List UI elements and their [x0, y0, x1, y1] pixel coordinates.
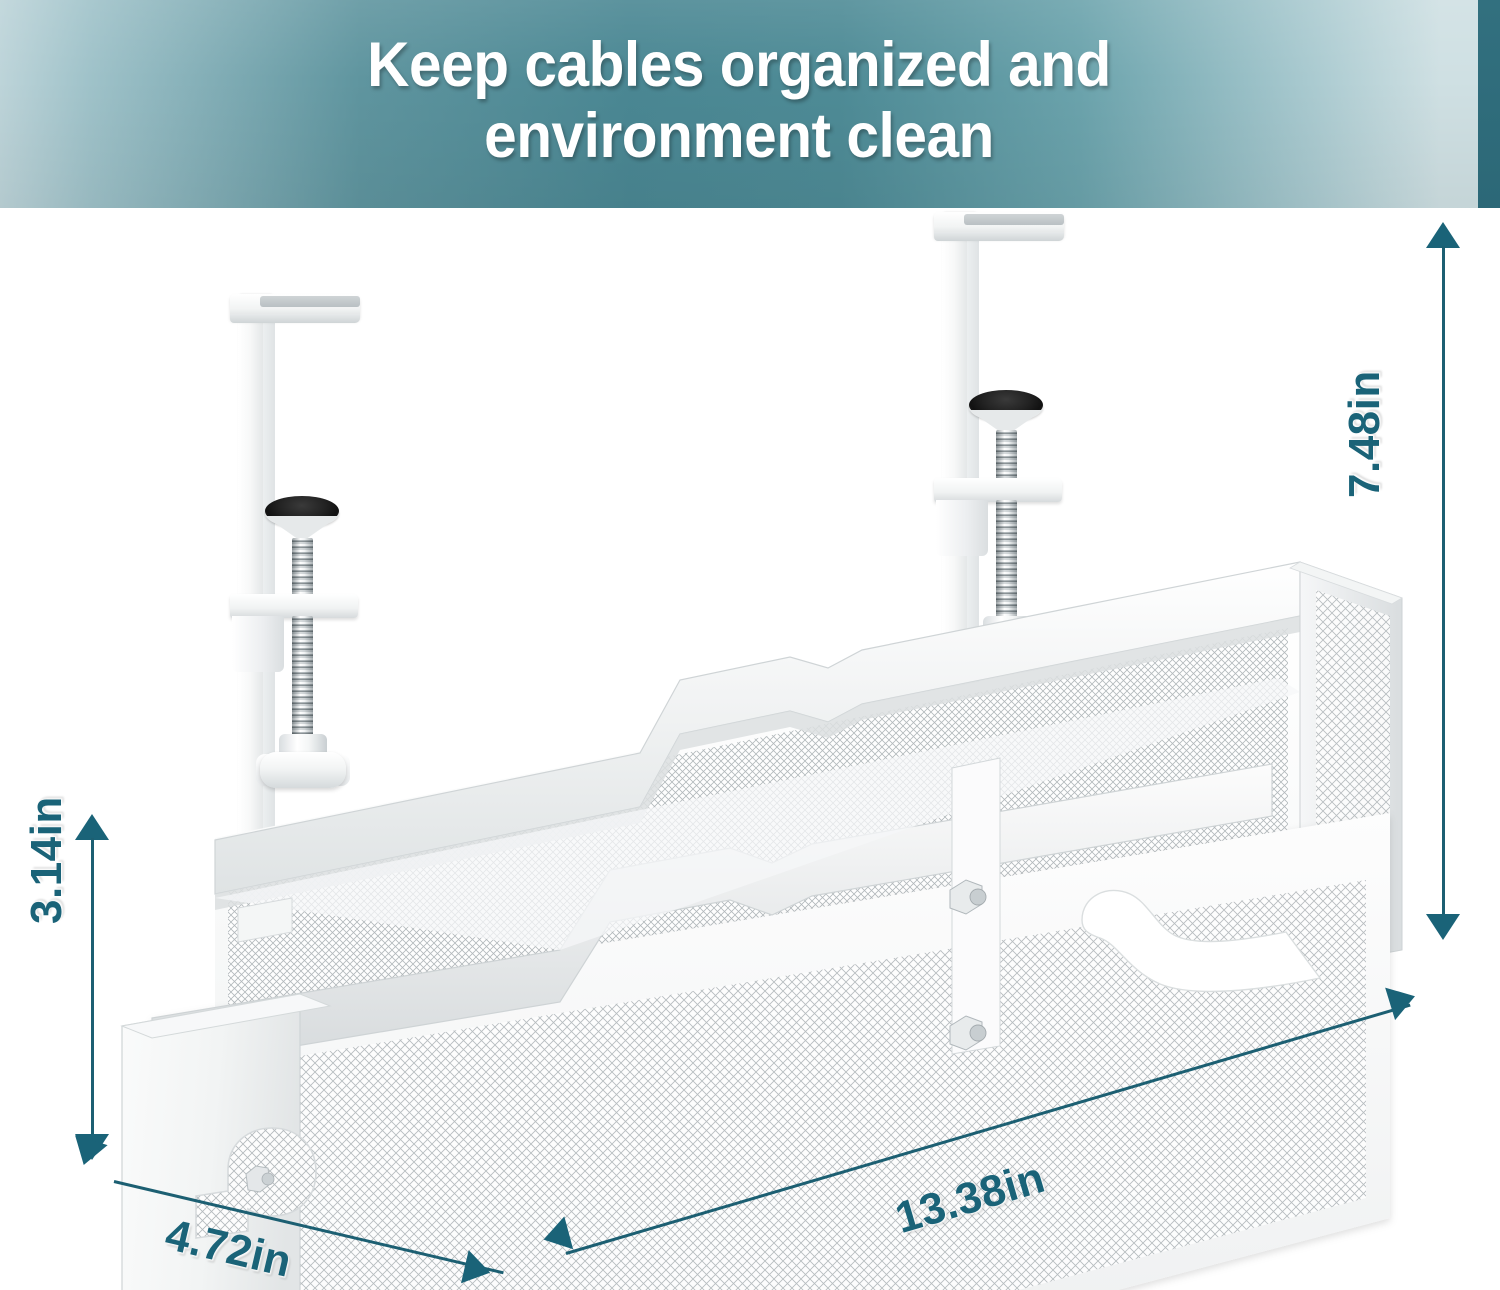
bracket-hex-bolt-upper: [949, 879, 987, 915]
clamp-top-jaw-pad: [964, 214, 1064, 225]
dimension-height-line: [1442, 246, 1445, 916]
clamp-screw-lower: [996, 500, 1017, 628]
tray-inner-floor: [215, 678, 1300, 950]
clamp-screw-upper: [996, 430, 1017, 492]
dimension-height-arrow-top: [1426, 222, 1460, 248]
clamp-middle-jaw-lip: [232, 616, 284, 672]
tray-front-panel: [152, 813, 1390, 1290]
clamp-knob[interactable]: [256, 734, 350, 788]
dimension-height-arrow-bottom: [1426, 914, 1460, 940]
right-clamp-bracket-plate: [949, 757, 1001, 1055]
clamp-top-jaw-edge: [230, 314, 360, 323]
dimension-depth-line: [91, 838, 94, 1138]
clamp-middle-jaw: [934, 478, 1062, 502]
tray-right-rim-top: [1289, 561, 1403, 605]
tray-wave-cutout: [1081, 889, 1322, 993]
left-clamp-bracket-foot: [237, 897, 293, 943]
product-illustration: 7.48in 3.14in 4.72in 13.38in: [0, 208, 1500, 1290]
clamp-knob-body: [260, 752, 346, 788]
bracket-hex-bolt-lower: [949, 1015, 987, 1051]
clamp-top-jaw-edge: [934, 232, 1064, 241]
clamp-middle-jaw: [230, 594, 358, 618]
dimension-height-label: 7.48in: [1340, 370, 1389, 498]
promo-banner: Keep cables organized and environment cl…: [0, 0, 1500, 208]
clamp-top-jaw-pad: [260, 296, 360, 307]
dimension-height-line-end: [1442, 910, 1445, 914]
clamp-pad-cone: [265, 516, 339, 542]
clamp-post-inner-face: [263, 302, 275, 852]
tray-left-hex-bolt: [245, 1165, 275, 1193]
dimension-depth-arrow-top: [75, 814, 109, 840]
left-desk-clamp: [208, 294, 408, 854]
clamp-screw-upper: [292, 538, 313, 608]
banner-headline: Keep cables organized and environment cl…: [367, 30, 1111, 172]
dimension-depth-arrow-bottom: [75, 1134, 109, 1160]
clamp-middle-jaw-lip: [936, 500, 988, 556]
clamp-screw-lower: [292, 616, 313, 746]
tray-left-rim-top: [120, 993, 332, 1039]
dimension-depth-label: 3.14in: [22, 796, 71, 924]
banner-right-strip: [1478, 0, 1500, 208]
cable-tray-body: [120, 561, 1403, 1290]
